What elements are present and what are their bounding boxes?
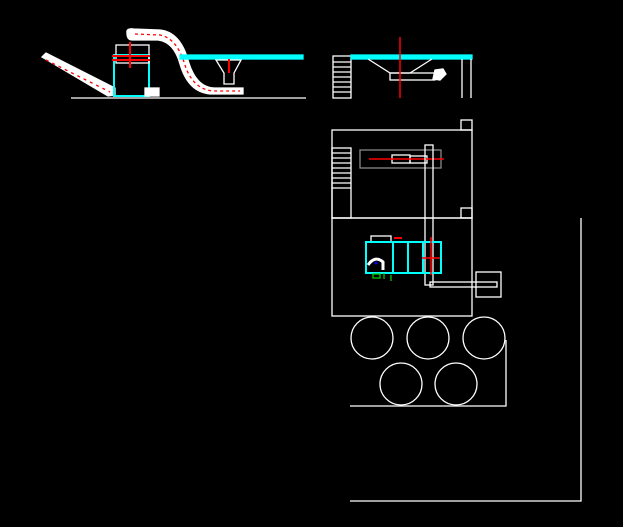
machine-body — [113, 54, 150, 97]
tank — [406, 316, 450, 360]
tank — [462, 316, 506, 360]
valve-marker — [374, 261, 378, 265]
side-elevation-view — [40, 28, 306, 99]
ladder-rungs — [333, 61, 351, 93]
discharge-chute — [144, 87, 160, 97]
corner-column — [460, 207, 473, 219]
conveyor-box — [389, 72, 436, 81]
tanks — [350, 316, 506, 406]
tank-enclosure — [350, 340, 507, 407]
s-conveyor — [126, 28, 244, 95]
corner-column — [460, 119, 473, 131]
tank — [434, 362, 478, 406]
front-elevation-view — [332, 37, 473, 99]
inclined-conveyor-centerline — [45, 59, 111, 93]
marker-box — [372, 273, 381, 279]
hopper — [214, 59, 243, 85]
tank — [350, 316, 394, 360]
machine-top — [115, 44, 150, 64]
pipe-bend — [366, 257, 385, 270]
motor — [432, 68, 447, 81]
tank — [379, 362, 423, 406]
site-boundary — [350, 218, 582, 502]
machine-plan — [365, 241, 442, 274]
stair-treads — [332, 152, 351, 189]
vertical-conveyor — [424, 144, 434, 286]
s-conveyor-centerline — [134, 33, 240, 92]
building-upper — [331, 129, 473, 219]
discharge-box — [475, 271, 502, 298]
plan-view — [331, 119, 582, 502]
discharge-conveyor — [429, 281, 498, 288]
platform-deck — [350, 54, 473, 60]
feeder-platform — [179, 54, 304, 60]
building-lower — [331, 217, 473, 317]
